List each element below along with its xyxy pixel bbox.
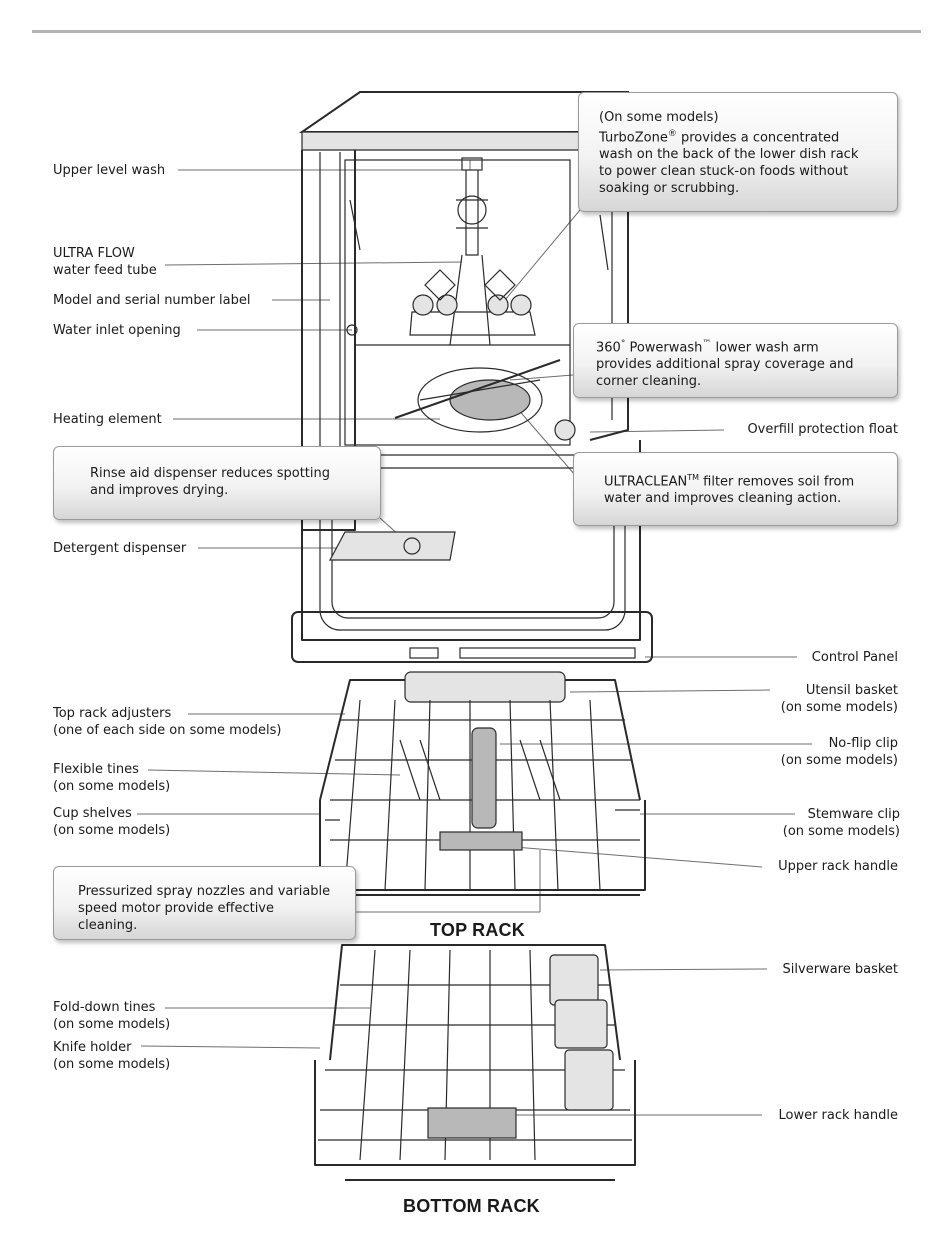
label-ultra-flow-line1: ULTRA FLOW [53,246,135,261]
label-fold-down-tines-line1: Fold-down tines [53,1000,156,1015]
label-upper-level-wash: Upper level wash [53,163,166,178]
label-stemware-clip-line2: (on some models) [782,824,900,839]
label-cup-shelves-line1: Cup shelves [53,806,132,821]
label-top-rack-adjusters-line2: (one of each side on some models) [53,723,282,738]
callout-rinse-aid: Rinse aid dispenser reduces spotting and… [53,446,381,520]
label-heating-element: Heating element [53,412,162,427]
turbozone-line5: soaking or scrubbing. [599,181,740,197]
bottom-rack-title: BOTTOM RACK [403,1196,540,1216]
label-utensil-basket-line2: (on some models) [780,700,898,715]
rinse-aid-line1: Rinse aid dispenser reduces spotting [90,466,330,481]
label-utensil-basket-line1: Utensil basket [805,683,898,698]
callout-turbozone: (On some models) TurboZone® provides a c… [578,92,898,212]
powerwash-line1: 360° Powerwash™ lower wash arm [596,339,819,356]
turbozone-line1: (On some models) [599,110,719,125]
bottom-rack-drawing [314,944,636,1181]
label-knife-holder-line1: Knife holder [53,1040,132,1055]
label-top-rack-adjusters-line1: Top rack adjusters [53,706,172,721]
label-model-serial: Model and serial number label [53,293,251,308]
callout-spray-nozzles: Pressurized spray nozzles and variable s… [53,866,356,940]
callout-powerwash: 360° Powerwash™ lower wash arm provides … [573,323,898,398]
top-rack-drawing [319,671,646,896]
label-lower-rack-handle: Lower rack handle [778,1108,898,1123]
label-no-flip-clip-line2: (on some models) [780,753,898,768]
label-knife-holder-line2: (on some models) [53,1057,171,1072]
top-rack-title: TOP RACK [430,920,525,940]
spray-nozzles-line2: speed motor provide effective cleaning. [78,901,275,933]
label-control-panel: Control Panel [811,650,898,665]
callout-ultraclean: ULTRACLEANTM filter removes soil from wa… [573,452,898,526]
label-flexible-tines-line2: (on some models) [53,779,171,794]
turbozone-line4: to power clean stuck-on foods without [599,164,849,180]
label-stemware-clip-line1: Stemware clip [807,807,900,822]
label-silverware-basket: Silverware basket [782,962,898,977]
turbozone-line3: wash on the back of the lower dish rack [599,147,859,163]
ultraclean-line1: ULTRACLEANTM filter removes soil from [604,473,855,490]
dishwasher-tub-drawing [291,91,653,663]
label-flexible-tines-line1: Flexible tines [53,762,139,777]
turbozone-line2: TurboZone® provides a concentrated [599,129,840,146]
powerwash-line2: provides additional spray coverage and [596,357,854,373]
ultraclean-line2: water and improves cleaning action. [604,491,842,507]
label-ultra-flow-line2: water feed tube [53,263,157,278]
spray-nozzles-line1: Pressurized spray nozzles and variable [78,884,331,899]
label-fold-down-tines-line2: (on some models) [53,1017,171,1032]
label-overfill-float: Overfill protection float [747,422,898,437]
top-divider-rule [32,30,921,33]
label-no-flip-clip-line1: No-flip clip [828,736,898,751]
label-water-inlet: Water inlet opening [53,323,181,338]
rinse-aid-line2: and improves drying. [90,483,229,498]
label-detergent-dispenser: Detergent dispenser [53,541,187,556]
label-upper-rack-handle: Upper rack handle [778,859,898,874]
powerwash-line3: corner cleaning. [596,374,702,390]
label-cup-shelves-line2: (on some models) [53,823,171,838]
